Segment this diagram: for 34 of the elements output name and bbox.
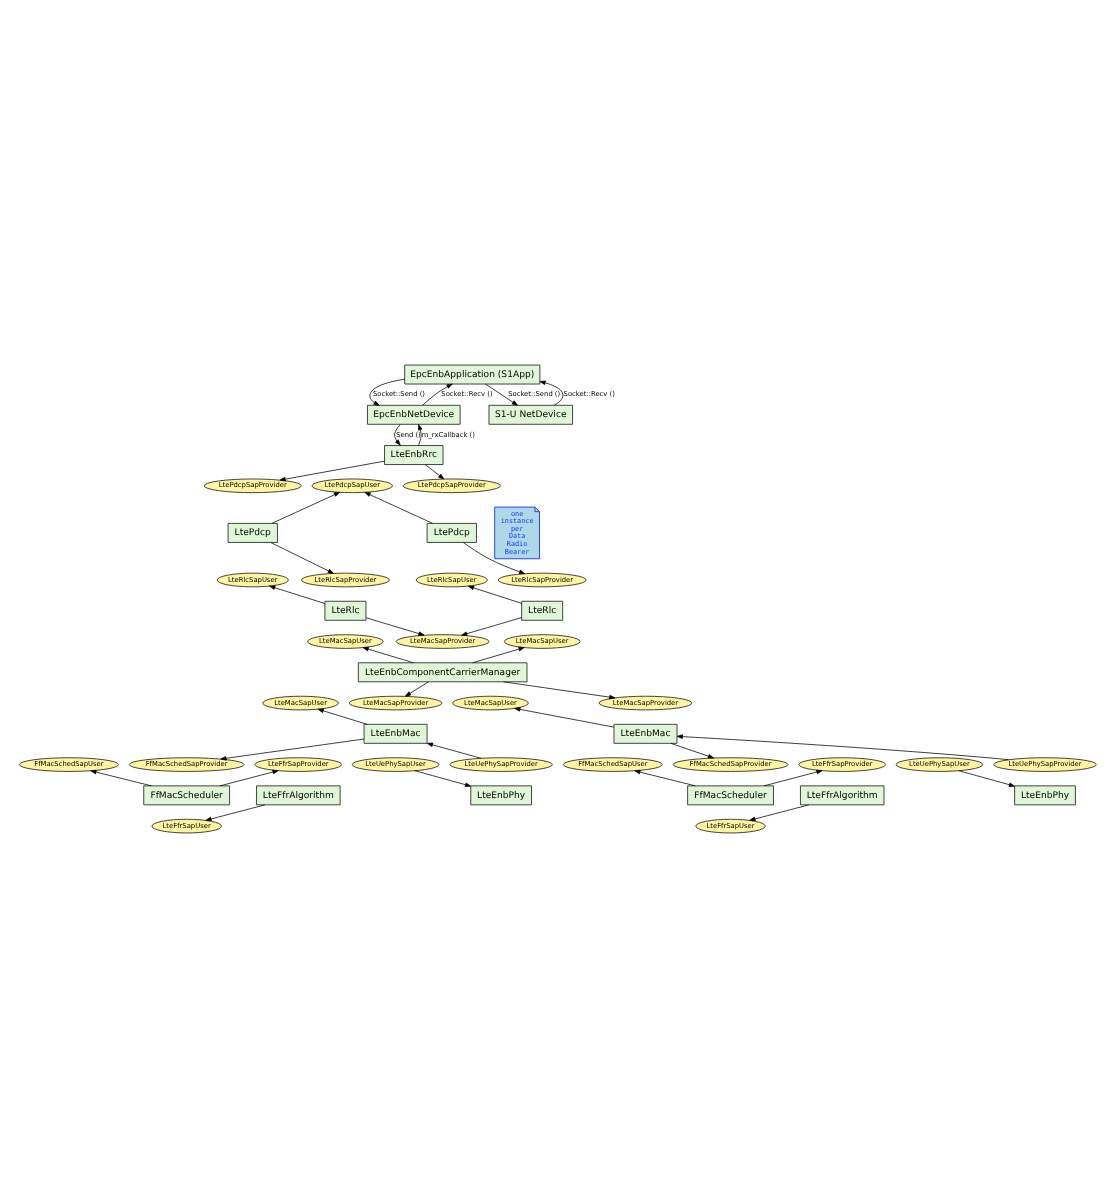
arrow: [271, 491, 341, 524]
arrow: [364, 491, 433, 524]
arrow: [676, 734, 1009, 761]
arrow: [405, 681, 429, 697]
arrow: [472, 646, 525, 664]
arrow: [426, 742, 482, 759]
arrow: [422, 383, 453, 406]
arrow: [468, 585, 522, 604]
arrow: [394, 424, 401, 446]
arrow: [369, 378, 405, 406]
arrow: [503, 681, 616, 700]
arrow: [461, 617, 522, 636]
arrow: [317, 708, 368, 725]
arrow: [485, 383, 518, 406]
arrow: [365, 617, 425, 636]
arrow: [418, 424, 423, 446]
arrow: [270, 542, 334, 574]
arrow: [220, 738, 365, 761]
arrow: [414, 770, 472, 787]
arrow: [219, 769, 279, 787]
arrow: [514, 707, 615, 728]
arrow: [205, 804, 266, 822]
arrow: [362, 646, 414, 664]
arrow: [539, 380, 564, 406]
arrow: [749, 804, 810, 822]
arrow: [634, 769, 696, 787]
arrow: [958, 770, 1015, 787]
arrow: [763, 769, 823, 787]
arrow: [670, 743, 715, 759]
arrow: [463, 542, 526, 574]
arrow: [424, 464, 445, 480]
arrow: [269, 585, 326, 604]
arrow: [279, 460, 385, 482]
arrow: [90, 769, 152, 787]
